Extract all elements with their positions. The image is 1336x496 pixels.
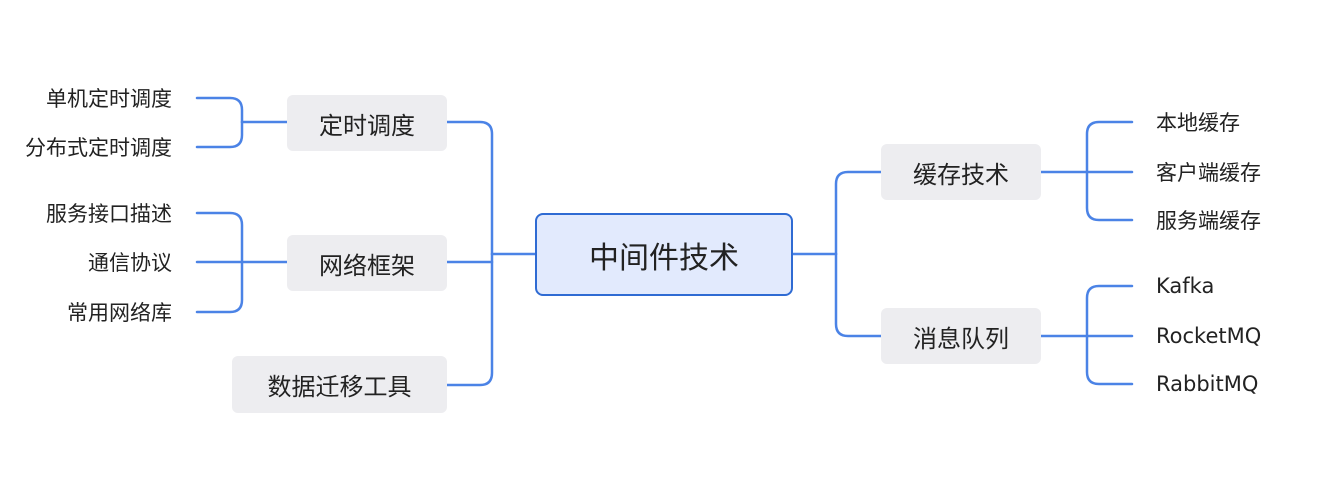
link-timer-leaf-1	[195, 96, 244, 124]
leaf-distributed-timer[interactable]: 分布式定时调度	[0, 131, 172, 163]
link-cache-leaf-3	[1085, 170, 1134, 222]
leaf-label: RabbitMQ	[1156, 372, 1259, 396]
leaf-label: 服务端缓存	[1156, 209, 1261, 233]
branch-timer-scheduling[interactable]: 定时调度	[287, 95, 447, 151]
link-root-cache	[834, 170, 883, 256]
leaf-client-cache[interactable]: 客户端缓存	[1156, 156, 1326, 188]
leaf-label: 本地缓存	[1156, 111, 1240, 135]
branch-label: 缓存技术	[913, 160, 1009, 189]
leaf-kafka[interactable]: Kafka	[1156, 270, 1326, 302]
link-network-leaf-1	[195, 211, 244, 264]
link-mq-leaf-1	[1085, 284, 1134, 338]
link-mq-leaf-3	[1085, 334, 1134, 386]
root-topic[interactable]: 中间件技术	[535, 213, 793, 296]
branch-network-framework[interactable]: 网络框架	[287, 235, 447, 291]
leaf-label: 单机定时调度	[46, 87, 172, 111]
link-timer-leaf-2	[195, 120, 244, 149]
link-root-timer	[445, 120, 494, 256]
leaf-label: 分布式定时调度	[25, 136, 172, 160]
leaf-label: 服务接口描述	[46, 202, 172, 226]
leaf-service-interface[interactable]: 服务接口描述	[0, 197, 172, 229]
leaf-local-cache[interactable]: 本地缓存	[1156, 106, 1326, 138]
leaf-standalone-timer[interactable]: 单机定时调度	[0, 82, 172, 114]
branch-message-queue[interactable]: 消息队列	[881, 308, 1041, 364]
branch-label: 数据迁移工具	[267, 373, 412, 401]
leaf-rocketmq[interactable]: RocketMQ	[1156, 320, 1326, 352]
branch-label: 网络框架	[319, 251, 415, 280]
root-topic-label: 中间件技术	[589, 240, 739, 276]
leaf-rabbitmq[interactable]: RabbitMQ	[1156, 368, 1326, 400]
link-root-migration	[445, 252, 494, 387]
leaf-label: Kafka	[1156, 274, 1215, 298]
link-network-leaf-3	[195, 260, 244, 314]
leaf-label: 通信协议	[88, 251, 172, 275]
link-cache-leaf-1	[1085, 120, 1134, 174]
leaf-label: RocketMQ	[1156, 324, 1262, 348]
leaf-label: 客户端缓存	[1156, 161, 1261, 185]
branch-label: 消息队列	[913, 324, 1009, 353]
leaf-label: 常用网络库	[67, 301, 172, 325]
leaf-server-cache[interactable]: 服务端缓存	[1156, 204, 1326, 236]
link-root-mq	[834, 252, 883, 338]
branch-label: 定时调度	[319, 111, 415, 140]
branch-data-migration-tools[interactable]: 数据迁移工具	[232, 356, 447, 413]
leaf-protocol[interactable]: 通信协议	[0, 246, 172, 278]
branch-cache-technology[interactable]: 缓存技术	[881, 144, 1041, 200]
leaf-network-libraries[interactable]: 常用网络库	[0, 296, 172, 328]
